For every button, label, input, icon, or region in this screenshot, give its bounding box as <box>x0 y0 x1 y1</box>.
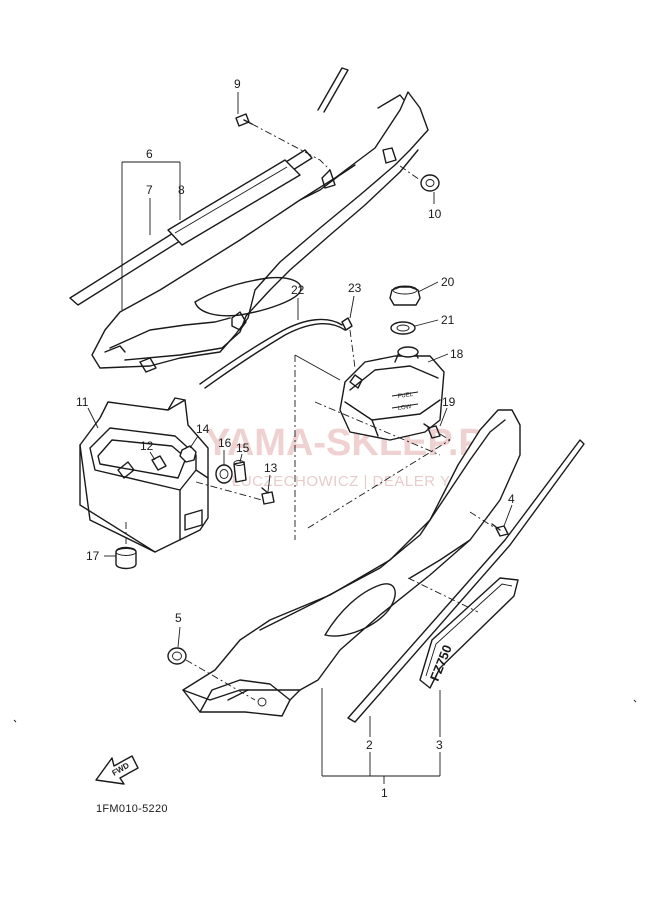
callout-23: 23 <box>348 281 362 295</box>
leader-dash-19 <box>439 433 451 441</box>
locator-dash-c <box>307 439 451 529</box>
fuel-hose-22 <box>199 318 346 389</box>
upper-stay-bar <box>317 67 349 113</box>
callout-6: 6 <box>146 147 153 161</box>
callout-4: 4 <box>508 492 515 506</box>
callout-18: 18 <box>450 347 464 361</box>
callout-3: 3 <box>436 738 443 752</box>
battery-box-11 <box>79 397 209 553</box>
screw-4 <box>491 523 509 537</box>
leader-dash-23 <box>349 329 356 369</box>
callout-14: 14 <box>196 422 210 436</box>
cover-decal-panel <box>167 159 301 246</box>
lower-side-cover <box>182 409 521 717</box>
damper-16 <box>215 464 233 484</box>
leader-dash-4 <box>469 511 496 529</box>
collar-15 <box>233 460 247 483</box>
watermark-sub-text: ŁUCZECHOWICZ | DEALER YAMAHA <box>232 473 505 490</box>
callout-5: 5 <box>175 611 182 625</box>
callout-9: 9 <box>234 77 241 91</box>
callout-leaders <box>87 92 513 784</box>
tank-low-label: LOW <box>397 404 412 412</box>
bolt-13 <box>261 487 275 505</box>
margin-mark-right <box>633 699 637 703</box>
emblem-3: FZ750 <box>419 577 519 689</box>
leader-dash-13 <box>195 481 263 501</box>
hose-clamp-23 <box>341 317 353 331</box>
bolt-19 <box>423 423 441 439</box>
grommet-10 <box>420 174 440 192</box>
locator-line-a <box>294 354 341 381</box>
callout-8: 8 <box>178 183 185 197</box>
leader-dash-10 <box>399 165 421 181</box>
tank-cap-20 <box>389 285 421 306</box>
leader-dash-5 <box>185 659 256 701</box>
side-cover-stripe-2 <box>347 439 585 723</box>
bolt-9 <box>235 113 253 127</box>
tank-fuel-label: FUEL <box>397 392 414 400</box>
callout-19: 19 <box>442 395 456 409</box>
diagram-code: 1FM010-5220 <box>96 803 168 815</box>
margin-mark-left <box>13 719 17 723</box>
upper-side-cover <box>91 91 429 373</box>
reservoir-tank-18: FUEL LOW <box>339 346 445 441</box>
grommet-17 <box>115 546 137 570</box>
callout-20: 20 <box>441 275 455 289</box>
callout-21: 21 <box>441 313 455 327</box>
grommet-5 <box>167 647 187 665</box>
callout-10: 10 <box>428 207 442 221</box>
callout-2: 2 <box>366 738 373 752</box>
callout-16: 16 <box>218 436 232 450</box>
seal-ring-21 <box>390 321 416 335</box>
callout-15: 15 <box>236 441 250 455</box>
nut-14 <box>179 445 197 463</box>
bracket-12 <box>151 455 167 471</box>
callout-17: 17 <box>86 549 100 563</box>
locator-dash-b <box>407 577 479 613</box>
callout-1: 1 <box>381 786 388 800</box>
leader-dash-9 <box>251 123 331 171</box>
callout-11: 11 <box>76 395 89 409</box>
callout-12: 12 <box>140 439 154 453</box>
callout-7: 7 <box>146 183 153 197</box>
forward-arrow-icon: FWD <box>95 755 139 785</box>
callout-22: 22 <box>291 283 305 297</box>
callout-13: 13 <box>264 461 278 475</box>
callout-labels: 6 7 8 9 10 20 21 22 23 18 19 11 12 14 16… <box>76 77 515 800</box>
